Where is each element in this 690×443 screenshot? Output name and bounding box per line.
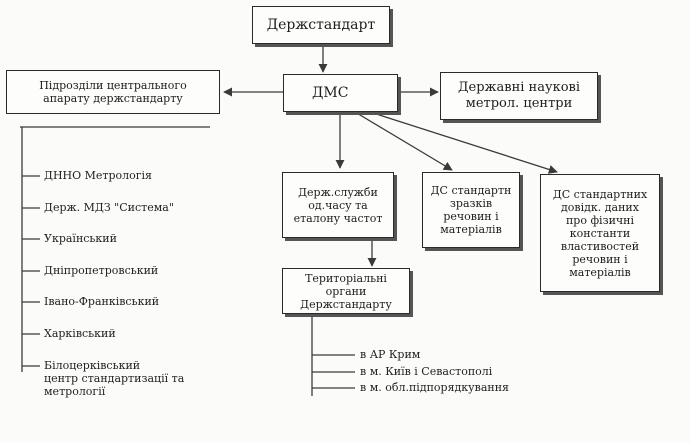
bottom-list-item: в м. Київ і Севастополі [360, 365, 493, 378]
arrow-dms-ds-zrazkiv [354, 111, 453, 171]
node-derzhstandart: Держстандарт [252, 6, 390, 44]
node-ds-zrazkiv: ДС стандартн зразків речовин і матеріалі… [422, 172, 520, 248]
node-sluzhba-chasu: Держ.служби од.часу та еталону частот [282, 172, 394, 238]
left-list-item: Івано-Франківський [44, 295, 160, 308]
arrow-dms-ds-dovidkovykh [369, 111, 558, 174]
left-list-item: Білоцерківський центр стандартизації та … [44, 359, 185, 398]
left-list-item: ДННО Метрологія [44, 169, 152, 182]
bottom-list-item: в м. обл.підпорядкування [360, 381, 509, 394]
node-terytorialni: Територіальні органи Держстандарту [282, 268, 410, 314]
node-pidrozdily: Підрозділи центрального апарату держстан… [6, 70, 220, 114]
node-naukovi-tsentry: Державні наукові метрол. центри [440, 72, 598, 120]
left-list-item: Держ. МДЗ "Система" [44, 201, 174, 214]
left-list-item: Дніпропетровський [44, 264, 159, 277]
left-list-item: Український [44, 232, 117, 245]
bottom-list-item: в АР Крим [360, 348, 421, 361]
node-dms: ДМС [283, 74, 398, 112]
left-list-item: Харківський [44, 327, 116, 340]
node-ds-dovidkovykh: ДС стандартних довідк. даних про фізичні… [540, 174, 660, 292]
